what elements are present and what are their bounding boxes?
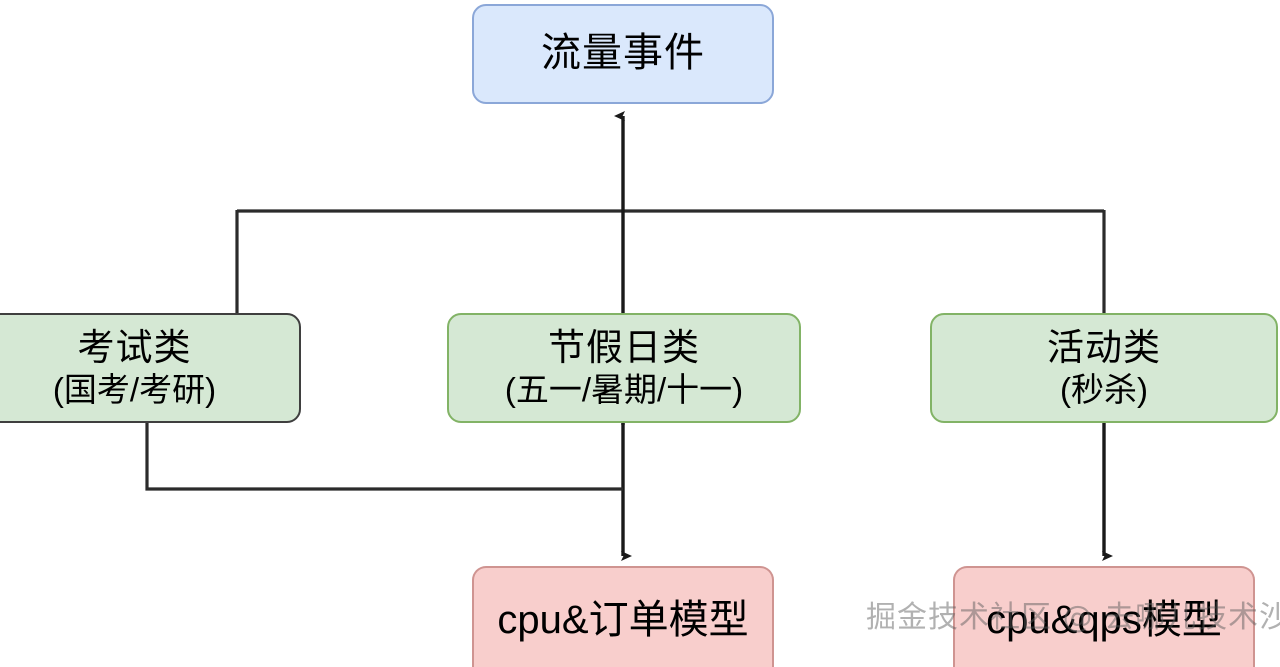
node-category-holiday-label: 节假日类 xyxy=(548,326,700,368)
node-category-holiday-sublabel: (五一/暑期/十一) xyxy=(504,371,744,409)
node-category-holiday[interactable]: 节假日类 (五一/暑期/十一) xyxy=(447,313,801,423)
node-traffic-event[interactable]: 流量事件 xyxy=(472,4,774,104)
node-category-activity-sublabel: (秒杀) xyxy=(1060,371,1148,409)
node-model-order-label: cpu&订单模型 xyxy=(497,597,749,642)
edge-cat-exam-to-model-order xyxy=(145,423,623,491)
node-model-order[interactable]: cpu&订单模型 xyxy=(472,566,774,667)
node-category-activity[interactable]: 活动类 (秒杀) xyxy=(930,313,1278,423)
node-traffic-event-label: 流量事件 xyxy=(541,31,705,76)
node-model-qps-label: cpu&qps模型 xyxy=(986,597,1222,642)
node-category-exam-label: 考试类 xyxy=(77,326,192,368)
node-category-exam-sublabel: (国考/考研) xyxy=(52,371,217,409)
watermark-text: 掘金技术社区 @ 去哪儿技术沙龙 xyxy=(866,600,1280,635)
node-category-exam[interactable]: 考试类 (国考/考研) xyxy=(0,313,301,423)
node-model-qps[interactable]: cpu&qps模型 xyxy=(953,566,1255,667)
node-category-activity-label: 活动类 xyxy=(1047,326,1161,368)
